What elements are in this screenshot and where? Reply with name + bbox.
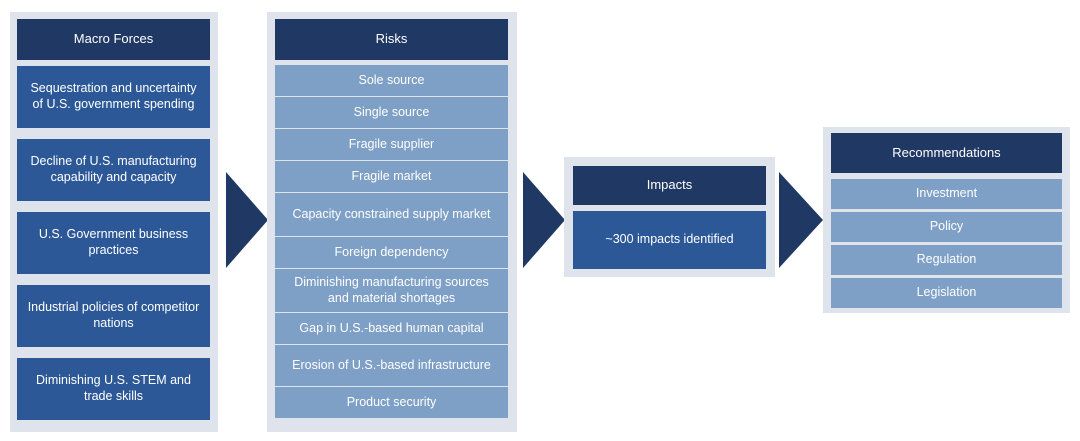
macro-force-item: Industrial policies of competitor nation… [17,285,210,347]
risks-title: Risks [275,19,508,60]
macro-force-item: Sequestration and uncertainty of U.S. go… [17,66,210,128]
risk-item: Gap in U.S.-based human capital [275,313,508,344]
impact-item: ~300 impacts identified [573,211,766,269]
impacts-title: Impacts [573,166,766,205]
right-arrow-icon [523,172,565,268]
recommendation-item: Investment [831,179,1062,209]
right-arrow-icon [779,172,823,268]
risk-item: Sole source [275,65,508,96]
macro-force-item: Diminishing U.S. STEM and trade skills [17,358,210,420]
risk-item: Fragile supplier [275,129,508,160]
recommendation-item: Policy [831,212,1062,242]
macro-forces-title: Macro Forces [17,19,210,60]
macro-force-item: Decline of U.S. manufacturing capability… [17,139,210,201]
right-arrow-icon [226,172,268,268]
recommendations-title: Recommendations [831,133,1062,173]
risk-item: Erosion of U.S.-based infrastructure [275,345,508,386]
recommendation-item: Legislation [831,278,1062,308]
risk-item: Diminishing manufacturing sources and ma… [275,269,508,312]
risk-item: Product security [275,387,508,418]
risk-item: Single source [275,97,508,128]
recommendation-item: Regulation [831,245,1062,275]
risk-item: Foreign dependency [275,237,508,268]
macro-force-item: U.S. Government business practices [17,212,210,274]
risk-item: Capacity constrained supply market [275,193,508,236]
risk-item: Fragile market [275,161,508,192]
